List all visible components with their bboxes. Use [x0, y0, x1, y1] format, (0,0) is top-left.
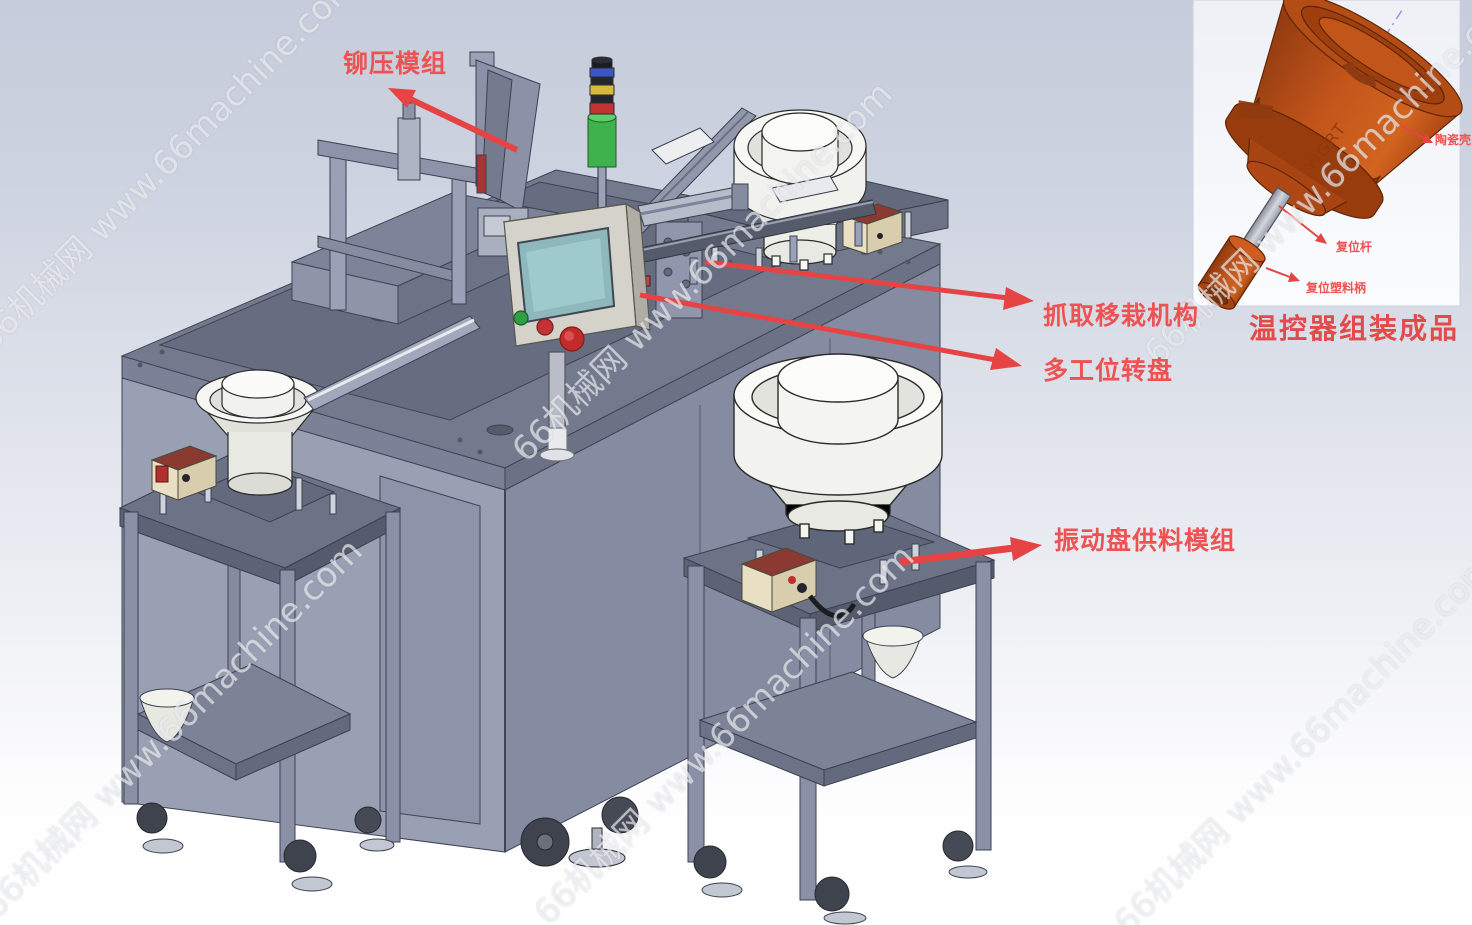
riveting-module	[469, 51, 541, 257]
arrow-turntable	[639, 292, 997, 363]
arrow-riveting	[402, 93, 519, 153]
bowl-controller-right	[740, 547, 857, 619]
thermostat-product: YIGRT	[1197, 0, 1463, 310]
label-reset-handle: 复位塑料柄	[1306, 281, 1367, 295]
tower-light	[583, 56, 623, 225]
hmi-panel	[502, 202, 651, 462]
gantry-frame	[317, 102, 477, 311]
annotation-arrows	[388, 88, 1433, 566]
vibration-bowl-right	[733, 353, 943, 545]
arrow-grab-transfer	[704, 259, 1009, 301]
right-feeder-stand	[682, 353, 996, 925]
inset-title: 温控器组装成品	[1249, 312, 1460, 345]
arrow-bowl-feeder	[899, 544, 1015, 566]
stop-button	[536, 318, 554, 336]
label-grab-transfer: 抓取移栽机构	[1043, 301, 1200, 330]
cabinet-door	[379, 475, 481, 825]
machine-casters	[520, 796, 639, 868]
bowl-controller-left	[150, 445, 218, 501]
label-bowl-feeder: 振动盘供料模组	[1054, 526, 1237, 555]
label-ceramic-shell: 陶瓷壳	[1435, 133, 1472, 147]
start-button	[513, 310, 529, 326]
vibration-bowl-left	[195, 369, 321, 496]
left-feeder-stand	[118, 315, 481, 892]
arrow-reset-rod	[1278, 205, 1319, 238]
arrow-ceramic-shell	[1400, 125, 1425, 139]
label-turntable: 多工位转盘	[1043, 356, 1174, 385]
label-reset-rod: 复位杆	[1336, 240, 1373, 254]
label-riveting-module: 铆压模组	[343, 49, 448, 78]
arrow-reset-handle	[1265, 267, 1291, 278]
